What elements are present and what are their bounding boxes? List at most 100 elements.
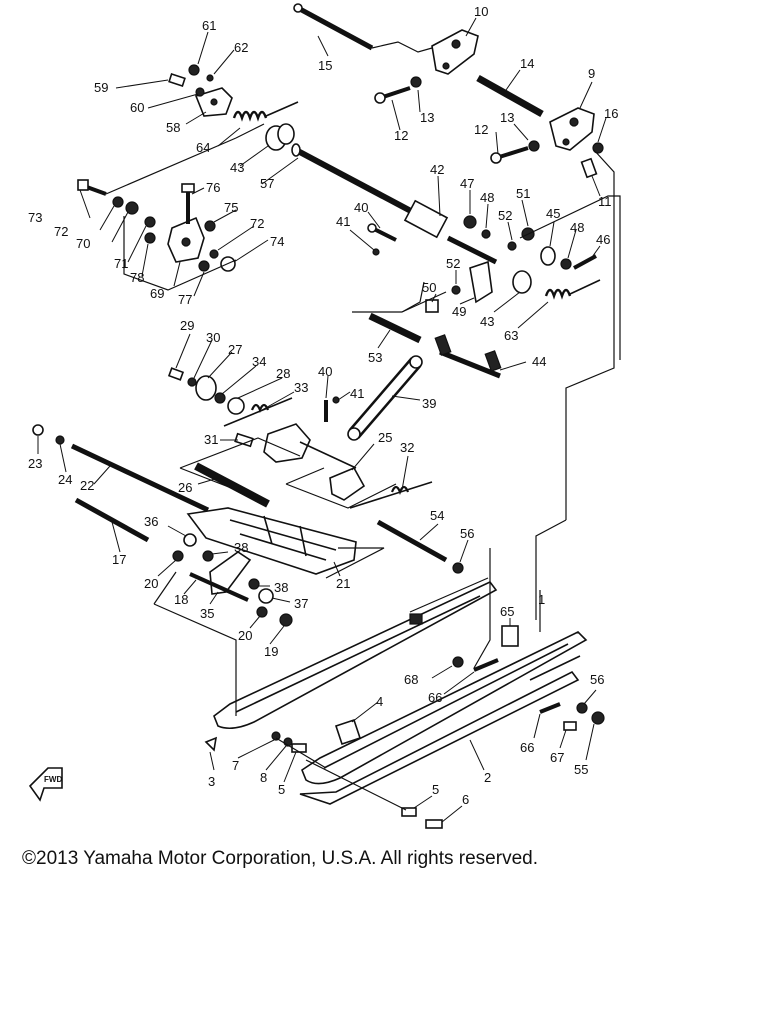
bolt-5-bottom xyxy=(401,807,417,817)
slide-rail-1 xyxy=(213,580,498,730)
nut-19 xyxy=(279,613,293,627)
callout-43-top: 43 xyxy=(230,160,244,175)
callout-53: 53 xyxy=(368,350,382,365)
callout-57: 57 xyxy=(260,176,274,191)
callout-20-top: 20 xyxy=(144,576,158,591)
nut-77 xyxy=(198,260,210,272)
washer-48-right xyxy=(560,258,572,270)
bushing-43-mid xyxy=(512,270,532,294)
pivot-arm-49 xyxy=(446,235,498,304)
pivot-arm-44 xyxy=(434,334,502,379)
callout-labels: 10 15 14 9 16 11 13 12 13 12 61 62 59 60… xyxy=(28,4,618,807)
collar-27 xyxy=(195,375,217,401)
shaft-17 xyxy=(74,497,150,543)
frame-21 xyxy=(186,507,357,575)
nut-70 xyxy=(125,201,139,215)
nut-55 xyxy=(591,711,605,725)
shaft-22 xyxy=(70,443,210,513)
nut-71 xyxy=(144,216,156,228)
shaft-15 xyxy=(293,3,374,51)
washer-72-right xyxy=(209,249,219,259)
callout-27: 27 xyxy=(228,342,242,357)
nut-62 xyxy=(206,74,214,82)
callout-61: 61 xyxy=(202,18,216,33)
nut-13-top xyxy=(410,76,422,88)
callout-42: 42 xyxy=(430,162,444,177)
callout-73: 73 xyxy=(28,210,42,225)
bolt-59 xyxy=(168,73,186,87)
callout-29: 29 xyxy=(180,318,194,333)
bolt-73 xyxy=(77,179,107,196)
nut-56-right xyxy=(576,702,588,714)
callout-52-bottom: 52 xyxy=(446,256,460,271)
bolt-66-bottom xyxy=(539,702,561,714)
callout-3: 3 xyxy=(208,774,215,789)
callout-45: 45 xyxy=(546,206,560,221)
callout-17: 17 xyxy=(112,552,126,567)
callout-33: 33 xyxy=(294,380,308,395)
callout-71: 71 xyxy=(114,256,128,271)
nut-7 xyxy=(271,731,281,741)
washer-24 xyxy=(55,435,65,445)
callout-65: 65 xyxy=(500,604,514,619)
nut-20-bottom xyxy=(256,606,268,618)
callout-37: 37 xyxy=(294,596,308,611)
nut-34 xyxy=(214,392,226,404)
collar-42 xyxy=(403,199,449,239)
callout-18: 18 xyxy=(174,592,188,607)
shaft-53 xyxy=(368,312,422,344)
bolt-46 xyxy=(573,254,597,270)
callout-68: 68 xyxy=(404,672,418,687)
callout-58: 58 xyxy=(166,120,180,135)
callout-78: 78 xyxy=(130,270,144,285)
callout-66-bottom: 66 xyxy=(520,740,534,755)
callout-32: 32 xyxy=(400,440,414,455)
callout-22: 22 xyxy=(80,478,94,493)
callout-60: 60 xyxy=(130,100,144,115)
bushing-28 xyxy=(227,397,245,415)
callout-5-bottom: 5 xyxy=(432,782,439,797)
callout-15: 15 xyxy=(318,58,332,73)
spring-64 xyxy=(232,101,299,122)
callout-47: 47 xyxy=(460,176,474,191)
callout-46: 46 xyxy=(596,232,610,247)
callout-16: 16 xyxy=(604,106,618,121)
wear-block-4 xyxy=(334,718,362,746)
bolt-67 xyxy=(563,721,577,731)
bolt-23 xyxy=(32,424,44,436)
nut-60 xyxy=(195,87,205,97)
callout-41-low: 41 xyxy=(350,386,364,401)
callout-2: 2 xyxy=(484,770,491,785)
callout-38-left: 38 xyxy=(234,540,248,555)
screw-3 xyxy=(204,736,218,752)
callout-26: 26 xyxy=(178,480,192,495)
callout-20-bottom: 20 xyxy=(238,628,252,643)
callout-12-top: 12 xyxy=(394,128,408,143)
callout-55: 55 xyxy=(574,762,588,777)
nut-38-left xyxy=(202,550,214,562)
collar-36 xyxy=(183,533,197,547)
callout-36: 36 xyxy=(144,514,158,529)
slider-block-65 xyxy=(501,625,519,647)
spring-32 xyxy=(349,481,433,509)
callout-9: 9 xyxy=(588,66,595,81)
bracket-10 xyxy=(431,29,479,75)
washer-72-left xyxy=(112,196,124,208)
callout-8: 8 xyxy=(260,770,267,785)
washer-52-top xyxy=(507,241,517,251)
bracket-25 xyxy=(263,423,366,501)
callout-69: 69 xyxy=(150,286,164,301)
callout-75: 75 xyxy=(224,200,238,215)
callout-72-left: 72 xyxy=(54,224,68,239)
bolt-12-top xyxy=(374,86,411,104)
bracket-9 xyxy=(549,107,595,151)
callout-70: 70 xyxy=(76,236,90,251)
callout-19: 19 xyxy=(264,644,278,659)
washer-52-bottom xyxy=(451,285,461,295)
arm-35 xyxy=(189,551,252,602)
callout-48-right: 48 xyxy=(570,220,584,235)
washer-48-left xyxy=(481,229,491,239)
callout-52-top: 52 xyxy=(498,208,512,223)
nut-56-mid xyxy=(452,562,464,574)
callout-40-low: 40 xyxy=(318,364,332,379)
